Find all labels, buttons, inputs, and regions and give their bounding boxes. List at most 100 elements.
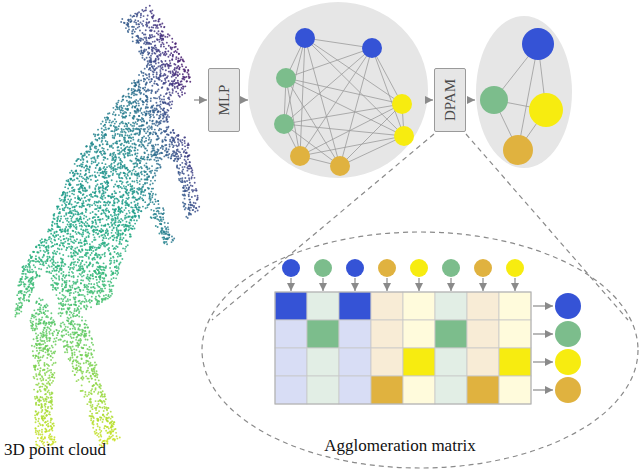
cloud-point [173, 238, 175, 240]
cloud-point [148, 168, 150, 170]
cloud-point [138, 83, 140, 85]
cloud-point [152, 133, 154, 135]
cloud-point [62, 312, 64, 314]
cloud-point [174, 158, 176, 160]
cloud-point [87, 354, 89, 356]
cloud-point [86, 403, 88, 405]
cloud-point [170, 107, 172, 109]
cloud-point [106, 443, 108, 445]
cloud-point [125, 115, 127, 117]
cloud-point [164, 222, 166, 224]
cloud-point [177, 141, 179, 143]
cloud-point [116, 140, 118, 142]
cloud-point [158, 89, 160, 91]
cloud-point [130, 97, 132, 99]
cloud-point [82, 233, 84, 235]
cloud-point [94, 158, 96, 160]
cloud-point [67, 207, 69, 209]
cloud-point [179, 139, 181, 141]
cloud-point [152, 201, 154, 203]
cloud-point [64, 264, 66, 266]
cloud-point [95, 229, 97, 231]
cloud-point [153, 83, 155, 85]
cloud-point [85, 352, 87, 354]
cloud-point [160, 45, 162, 47]
cloud-point [94, 161, 96, 163]
cloud-point [106, 219, 108, 221]
cloud-point [64, 351, 66, 353]
cloud-point [150, 154, 152, 156]
cloud-point [184, 142, 186, 144]
cloud-point [121, 100, 123, 102]
cloud-point [73, 310, 75, 312]
cloud-point [100, 207, 102, 209]
cloud-point [69, 215, 71, 217]
cloud-point [32, 327, 34, 329]
cloud-point [103, 129, 105, 131]
cloud-point [158, 157, 160, 159]
cloud-point [59, 236, 61, 238]
cloud-point [85, 228, 87, 230]
cloud-point [121, 239, 123, 241]
cloud-point [73, 367, 75, 369]
cloud-point [72, 230, 74, 232]
cloud-point [66, 192, 68, 194]
cloud-point [195, 202, 197, 204]
cloud-point [65, 300, 67, 302]
cloud-point [81, 276, 83, 278]
cloud-point [142, 206, 144, 208]
cloud-point [188, 195, 190, 197]
cloud-point [53, 331, 55, 333]
cloud-point [159, 41, 161, 43]
cloud-point [175, 137, 177, 139]
cloud-point [59, 252, 61, 254]
cloud-point [22, 281, 24, 283]
cloud-point [160, 94, 162, 96]
cloud-point [139, 183, 141, 185]
cloud-point [140, 172, 142, 174]
cloud-point [64, 241, 66, 243]
cloud-point [156, 97, 158, 99]
cloud-point [98, 162, 100, 164]
cloud-point [165, 48, 167, 50]
cloud-point [167, 231, 169, 233]
cloud-point [100, 228, 102, 230]
cloud-point [92, 273, 94, 275]
cloud-point [117, 218, 119, 220]
cloud-point [84, 264, 86, 266]
cloud-point [66, 201, 68, 203]
cloud-point [154, 41, 156, 43]
cloud-point [40, 386, 42, 388]
cloud-point [122, 220, 124, 222]
cloud-point [95, 429, 97, 431]
cloud-point [155, 102, 157, 104]
cloud-point [160, 73, 162, 75]
cloud-point [158, 96, 160, 98]
cloud-point [142, 25, 144, 27]
cloud-point [38, 364, 40, 366]
cloud-point [188, 174, 190, 176]
cloud-point [111, 225, 113, 227]
cloud-point [85, 221, 87, 223]
cloud-point [172, 130, 174, 132]
cloud-point [85, 249, 87, 251]
cloud-point [105, 140, 107, 142]
cloud-point [38, 432, 40, 434]
cloud-point [40, 268, 42, 270]
cloud-point [148, 74, 150, 76]
cloud-point [135, 147, 137, 149]
cloud-point [35, 421, 37, 423]
cloud-point [77, 328, 79, 330]
cloud-point [35, 333, 37, 335]
cloud-point [103, 237, 105, 239]
cloud-point [51, 364, 53, 366]
cloud-point [69, 357, 71, 359]
cloud-point [39, 356, 41, 358]
cloud-point [37, 360, 39, 362]
cloud-point [68, 271, 70, 273]
cloud-point [107, 280, 109, 282]
cloud-point [99, 406, 101, 408]
cloud-point [148, 27, 150, 29]
cloud-point [65, 212, 67, 214]
cloud-point [87, 275, 89, 277]
